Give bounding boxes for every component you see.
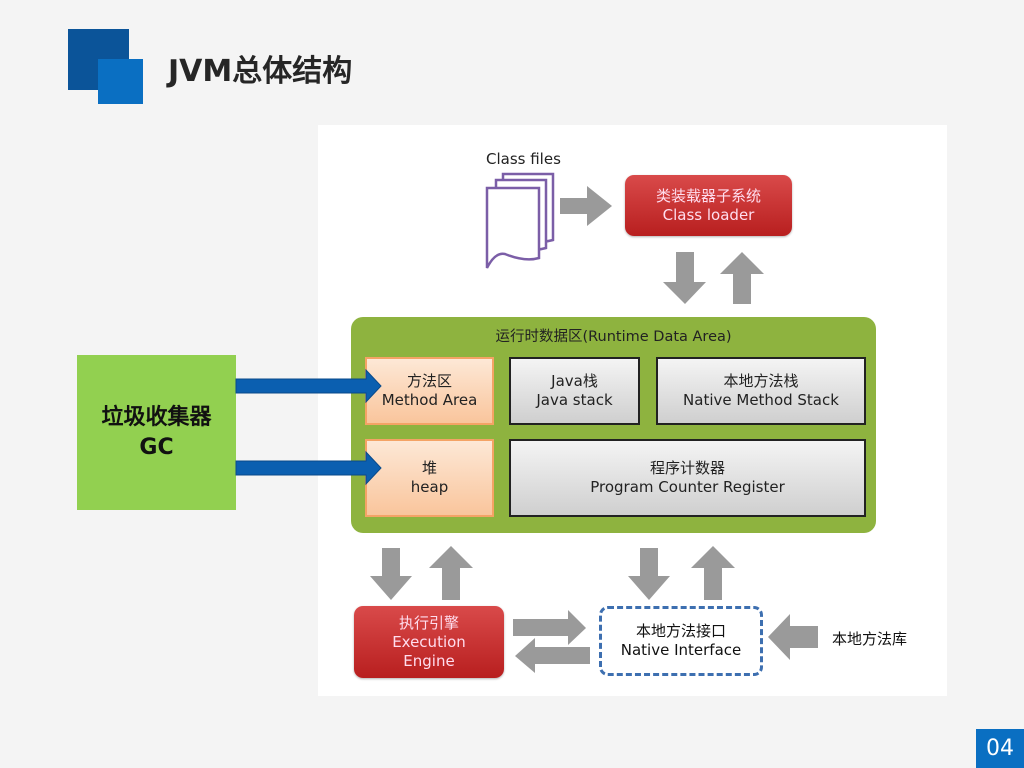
class-loader-en: Class loader: [662, 205, 755, 224]
class-loader-box: 类装载器子系统 Class loader: [625, 175, 792, 236]
java-stack-en: Java stack: [536, 391, 613, 409]
gc-box: 垃圾收集器 GC: [77, 355, 236, 510]
native-library-label: 本地方法库: [832, 630, 908, 648]
class-loader-cn: 类装载器子系统: [655, 186, 761, 205]
execution-engine-en1: Execution: [392, 632, 466, 651]
document-stack-icon: [485, 172, 555, 269]
native-interface-en: Native Interface: [620, 641, 742, 659]
arrow-left: [768, 614, 818, 660]
method-area-cn: 方法区: [406, 372, 452, 390]
method-area-box: 方法区 Method Area: [365, 357, 494, 425]
arrow-up: [691, 546, 735, 600]
program-counter-cn: 程序计数器: [649, 459, 725, 477]
class-files-label: Class files: [486, 150, 561, 168]
method-area-en: Method Area: [381, 391, 478, 409]
logo-square-light: [98, 59, 143, 104]
arrow-down: [628, 548, 670, 600]
arrow-down: [663, 252, 706, 304]
heap-cn: 堆: [421, 459, 437, 477]
gc-en: GC: [139, 434, 174, 460]
gc-to-method-area-arrow: [235, 368, 382, 404]
runtime-data-area-label: 运行时数据区(Runtime Data Area): [495, 329, 732, 345]
arrow-up: [720, 252, 764, 304]
arrow-left: [515, 638, 590, 673]
program-counter-box: 程序计数器 Program Counter Register: [509, 439, 866, 517]
arrow-up: [429, 546, 473, 600]
heap-en: heap: [410, 478, 449, 496]
execution-engine-en2: Engine: [403, 651, 455, 670]
program-counter-en: Program Counter Register: [590, 478, 785, 496]
java-stack-cn: Java栈: [551, 372, 598, 390]
execution-engine-cn: 执行引擎: [398, 613, 459, 632]
arrow-right: [560, 186, 612, 226]
page-number: 04: [976, 729, 1024, 768]
native-method-stack-box: 本地方法栈 Native Method Stack: [656, 357, 866, 425]
native-interface-box: 本地方法接口 Native Interface: [599, 606, 763, 676]
heap-box: 堆 heap: [365, 439, 494, 517]
slide-title: JVM总体结构: [168, 54, 353, 89]
gc-cn: 垃圾收集器: [101, 404, 212, 430]
native-interface-cn: 本地方法接口: [635, 622, 726, 640]
native-method-stack-en: Native Method Stack: [683, 391, 839, 409]
native-method-stack-cn: 本地方法栈: [723, 372, 799, 390]
java-stack-box: Java栈 Java stack: [509, 357, 640, 425]
arrow-right: [513, 610, 586, 645]
execution-engine-box: 执行引擎 Execution Engine: [354, 606, 504, 678]
arrow-down: [370, 548, 412, 600]
gc-to-heap-arrow: [235, 450, 382, 486]
